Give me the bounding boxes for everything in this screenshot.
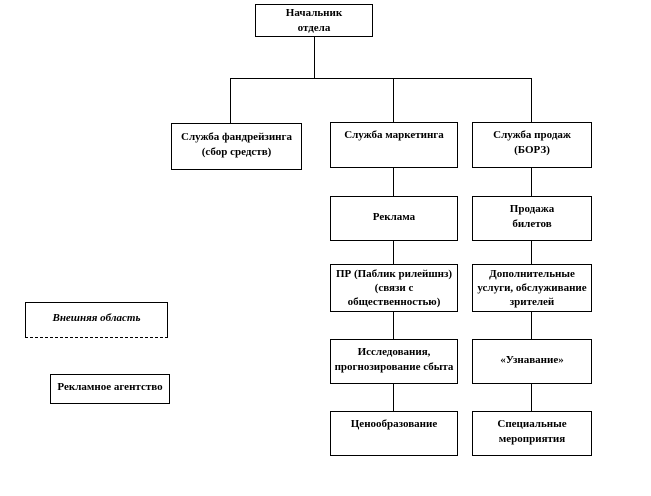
connector-head-stem [314, 37, 315, 78]
node-advertising-agency: Рекламное агентство [50, 374, 170, 404]
connector-research-pricing [393, 384, 394, 411]
node-additional-services: Дополнительные услуги, обслуживание зрит… [472, 264, 592, 312]
connector-distribution-bar [230, 78, 532, 79]
connector-marketing-advertising [393, 168, 394, 196]
node-advertising: Реклама [330, 196, 458, 241]
connector-pr-research [393, 312, 394, 339]
node-sales-service: Служба продаж (БОРЗ) [472, 122, 592, 168]
node-recognition: «Узнавание» [472, 339, 592, 384]
connector-advertising-pr [393, 241, 394, 264]
connector-services-recognition [531, 312, 532, 339]
node-ticket-sales: Продажа билетов [472, 196, 592, 241]
connector-drop-marketing [393, 78, 394, 122]
connector-tickets-services [531, 241, 532, 264]
node-fundraising-service: Служба фандрейзинга (сбор средств) [171, 123, 302, 170]
connector-recognition-events [531, 384, 532, 411]
node-pricing: Ценообразование [330, 411, 458, 456]
node-external-area-label: Внешняя область [25, 302, 168, 338]
node-department-head: Начальник отдела [255, 4, 373, 37]
node-marketing-service: Служба маркетинга [330, 122, 458, 168]
connector-drop-fundraising [230, 78, 231, 123]
node-research-forecasting: Исследования, прогнозирование сбыта [330, 339, 458, 384]
connector-sales-tickets [531, 168, 532, 196]
connector-drop-sales [531, 78, 532, 122]
node-pr: ПР (Паблик рилейшнз) (связи с общественн… [330, 264, 458, 312]
node-special-events: Специальные мероприятия [472, 411, 592, 456]
